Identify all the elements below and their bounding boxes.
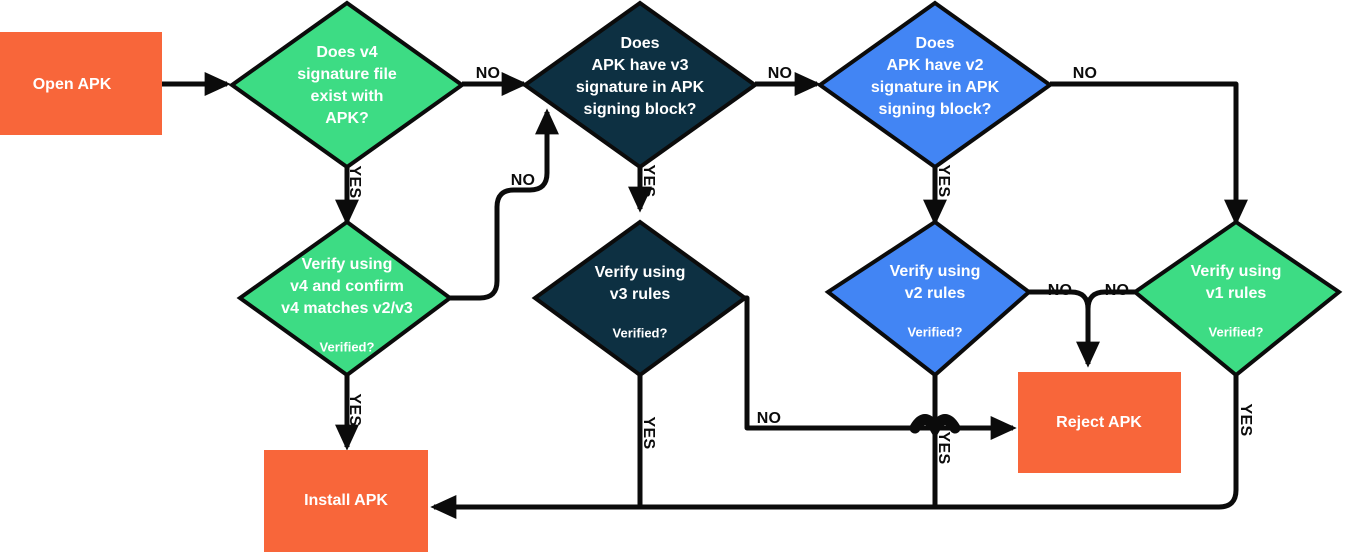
edge-label-v1verify-yes: YES bbox=[1237, 404, 1254, 437]
edge-label-v1verify-no: NO bbox=[1105, 282, 1130, 299]
node-v2-exists-line2: APK have v2 bbox=[887, 57, 984, 74]
node-v2-verify-sub: Verified? bbox=[908, 324, 963, 339]
node-v3-verify-line1: Verify using bbox=[595, 264, 686, 281]
node-v2-exists-line1: Does bbox=[915, 35, 954, 52]
node-v4-verify[interactable]: Verify using v4 and confirm v4 matches v… bbox=[236, 219, 454, 378]
edge-v1verify-no bbox=[1085, 289, 1135, 340]
node-v4-exists-line1: Does v4 bbox=[316, 44, 377, 61]
node-v2-exists-line3: signature in APK bbox=[871, 79, 1000, 96]
edge-label-v2verify-no: NO bbox=[1048, 282, 1073, 299]
edge-v4verify-no bbox=[450, 108, 559, 301]
node-v4-exists-line3: exist with bbox=[311, 88, 384, 105]
edge-label-v3exists-yes: YES bbox=[640, 165, 657, 198]
node-v3-exists-line1: Does bbox=[620, 35, 659, 52]
edge-v1verify-yes bbox=[430, 375, 1239, 519]
node-v4-exists-line2: signature file bbox=[297, 66, 397, 83]
edge-label-v3verify-no: NO bbox=[757, 410, 782, 427]
edge-label-v4verify-no: NO bbox=[511, 172, 536, 189]
node-v1-verify-line2: v1 rules bbox=[1206, 285, 1267, 302]
node-install-apk[interactable]: Install APK bbox=[264, 450, 428, 552]
node-reject-apk[interactable]: Reject APK bbox=[1018, 372, 1181, 473]
edge-label-v4verify-yes: YES bbox=[346, 394, 363, 427]
node-open-apk-label: Open APK bbox=[33, 76, 112, 93]
node-v4-verify-line3: v4 matches v2/v3 bbox=[281, 300, 413, 317]
node-v3-exists-line4: signing block? bbox=[584, 101, 697, 118]
node-v3-exists-line2: APK have v3 bbox=[592, 57, 689, 74]
edge-label-v4exists-no: NO bbox=[476, 65, 501, 82]
edge-label-v4exists-yes: YES bbox=[346, 166, 363, 199]
node-install-apk-label: Install APK bbox=[304, 492, 388, 509]
node-v4-exists-line4: APK? bbox=[325, 110, 369, 127]
node-v2-verify[interactable]: Verify using v2 rules Verified? bbox=[824, 219, 1033, 378]
node-v3-verify[interactable]: Verify using v3 rules Verified? bbox=[531, 219, 749, 378]
edge-label-v3verify-yes: YES bbox=[640, 417, 657, 450]
edge-label-v2verify-yes: YES bbox=[935, 432, 952, 465]
node-v3-signature-exists[interactable]: Does APK have v3 signature in APK signin… bbox=[521, 0, 759, 170]
node-reject-apk-label: Reject APK bbox=[1056, 414, 1142, 431]
node-v2-exists-line4: signing block? bbox=[879, 101, 992, 118]
node-v4-signature-exists[interactable]: Does v4 signature file exist with APK? bbox=[228, 0, 466, 170]
edge-v2verify-no bbox=[1029, 289, 1100, 368]
node-v4-verify-line2: v4 and confirm bbox=[290, 278, 404, 295]
edge-label-v3exists-no: NO bbox=[768, 65, 793, 82]
node-v1-verify-line1: Verify using bbox=[1191, 263, 1282, 280]
edge-label-v2exists-no: NO bbox=[1073, 65, 1098, 82]
node-v2-signature-exists[interactable]: Does APK have v2 signature in APK signin… bbox=[816, 0, 1054, 170]
node-v4-verify-line1: Verify using bbox=[302, 256, 393, 273]
line-hop-crossing bbox=[909, 414, 961, 439]
node-v3-exists-line3: signature in APK bbox=[576, 79, 705, 96]
node-v1-verify-sub: Verified? bbox=[1209, 324, 1264, 339]
node-v4-verify-sub: Verified? bbox=[320, 339, 375, 354]
edge-v2exists-no bbox=[1050, 81, 1248, 226]
node-open-apk[interactable]: Open APK bbox=[0, 32, 162, 135]
node-v2-verify-line2: v2 rules bbox=[905, 285, 966, 302]
node-v3-verify-line2: v3 rules bbox=[610, 286, 671, 303]
node-v3-verify-sub: Verified? bbox=[613, 325, 668, 340]
node-v1-verify[interactable]: Verify using v1 rules Verified? bbox=[1131, 219, 1343, 378]
edge-label-v2exists-yes: YES bbox=[935, 165, 952, 198]
node-v2-verify-line1: Verify using bbox=[890, 263, 981, 280]
